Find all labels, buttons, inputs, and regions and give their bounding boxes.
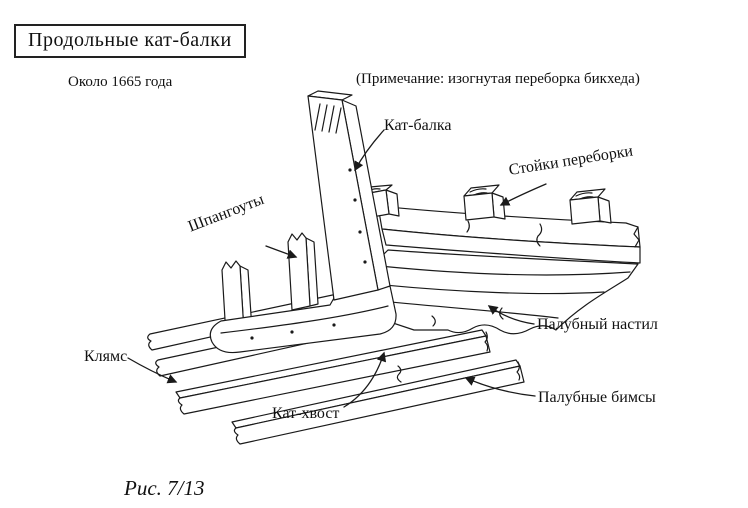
arrow-frames [265,245,298,259]
frame-posts [221,232,319,337]
date-note: Около 1665 года [68,74,173,90]
arrow-clamp [127,357,178,384]
label-deck-beams: Палубные бимсы [538,389,656,406]
leader-arrows [127,129,547,408]
cat-tail-knee [209,285,397,354]
diagram-title: Продольные кат-балки [14,24,246,58]
figure-caption: Рис. 7/13 [124,476,205,500]
bulkhead-note: (Примечание: изогнутая переборка бикхеда… [356,71,640,87]
arrow-cat-beam [354,129,385,172]
arrow-deck-beams [464,376,536,397]
cat-beam-post [307,90,391,301]
deck-beams [175,329,525,445]
label-cat-tail: Кат-хвост [272,405,340,422]
arrow-cat-tail [343,351,387,408]
arrow-stanchions [499,183,547,206]
deck-planking [365,249,639,335]
label-deck-planking: Палубный настил [537,316,658,333]
arrow-deck-planking [487,305,535,325]
beakhead-rail [377,205,641,264]
label-cat-beam: Кат-балка [384,117,452,134]
label-clamp: Клямс [84,348,128,365]
